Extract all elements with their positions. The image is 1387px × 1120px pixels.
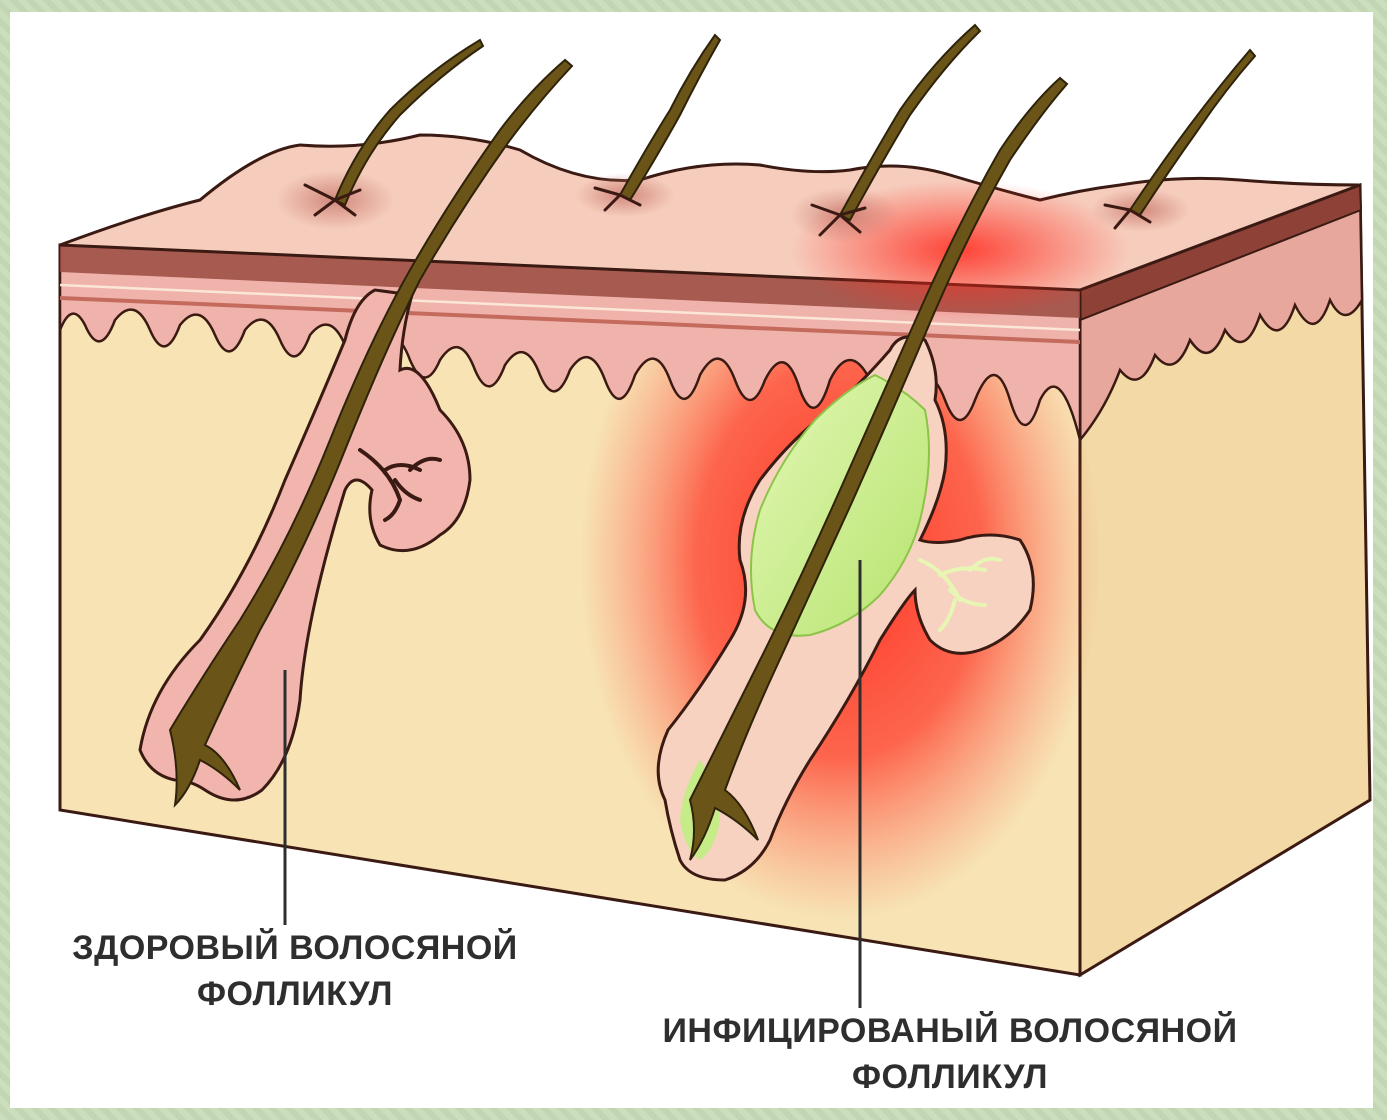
healthy-follicle-label: ЗДОРОВЫЙ ВОЛОСЯНОЙ ФОЛЛИКУЛ bbox=[20, 925, 570, 1017]
infected-label-line1: ИНФИЦИРОВАНЫЙ ВОЛОСЯНОЙ bbox=[590, 1008, 1310, 1054]
infected-label-line2: ФОЛЛИКУЛ bbox=[590, 1054, 1310, 1100]
healthy-label-line1: ЗДОРОВЫЙ ВОЛОСЯНОЙ bbox=[20, 925, 570, 971]
infected-follicle-label: ИНФИЦИРОВАНЫЙ ВОЛОСЯНОЙ ФОЛЛИКУЛ bbox=[590, 1008, 1310, 1100]
healthy-label-line2: ФОЛЛИКУЛ bbox=[20, 971, 570, 1017]
